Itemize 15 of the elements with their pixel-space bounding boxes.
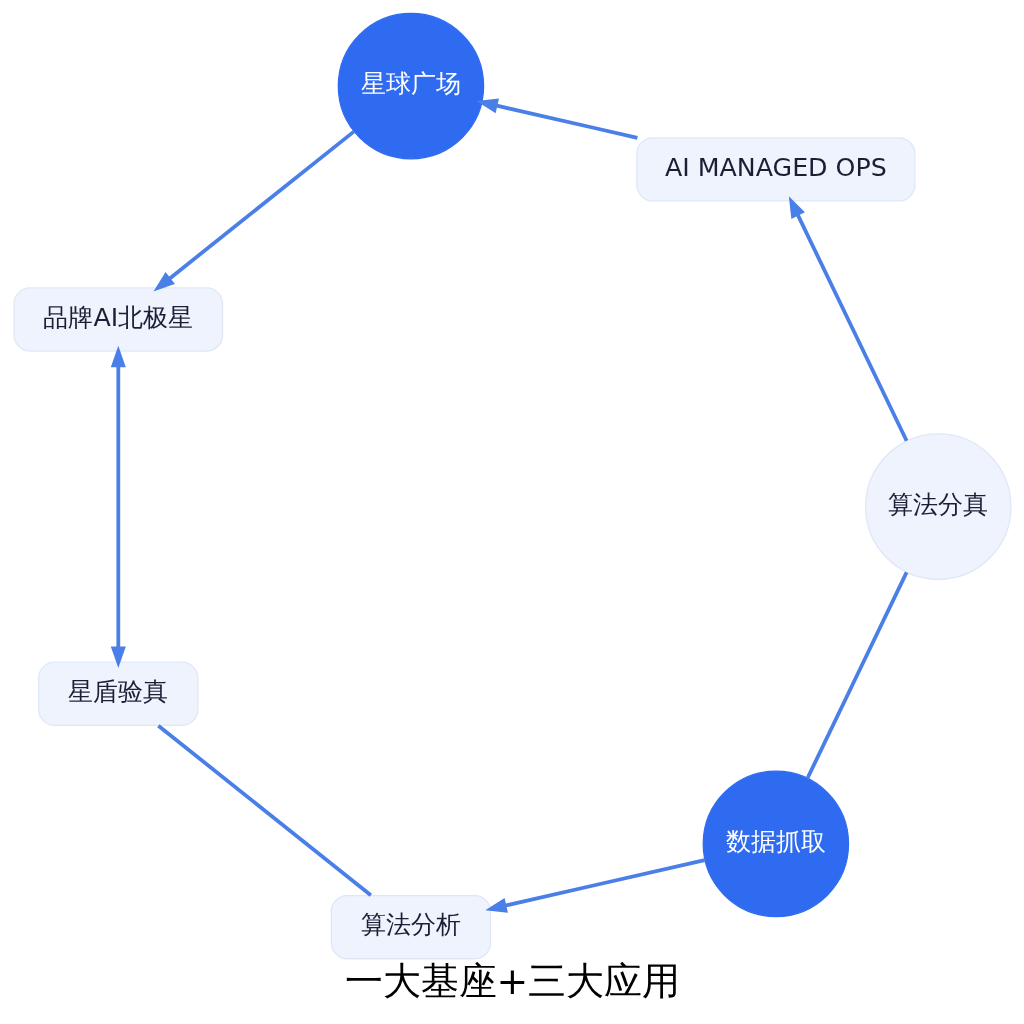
- node-box: 星盾验真: [37, 661, 199, 726]
- connector: [156, 724, 372, 897]
- node-circle: 数据抓取: [702, 770, 849, 918]
- arrow: [484, 858, 705, 913]
- node-circle: 算法分真: [864, 433, 1012, 580]
- arrow: [788, 196, 908, 442]
- node-box: AI MANAGED OPS: [635, 137, 915, 202]
- node-circle: 星球广场: [337, 12, 484, 160]
- arrow: [475, 98, 638, 140]
- node-box: 算法分析: [330, 894, 491, 960]
- arrow: [152, 130, 355, 292]
- caption: 一大基座+三大应用: [344, 959, 680, 1004]
- node-box: 品牌AI北极星: [12, 287, 223, 352]
- arrow: [110, 345, 126, 668]
- connector: [805, 571, 908, 780]
